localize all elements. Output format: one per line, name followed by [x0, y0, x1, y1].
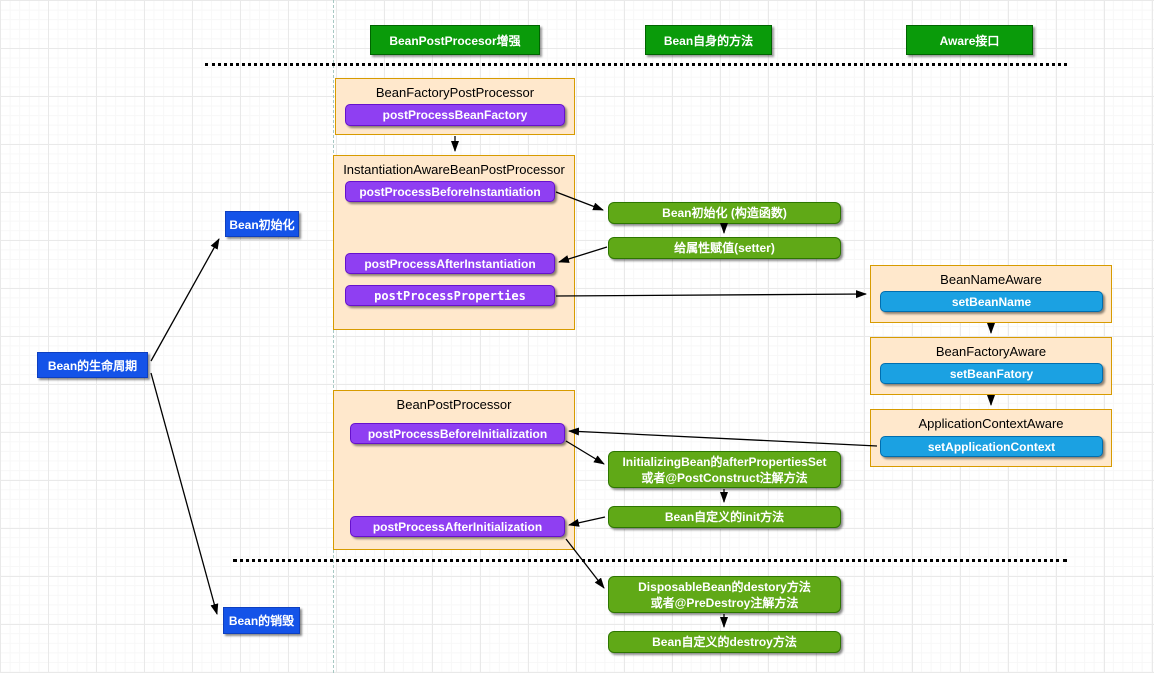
node-lifecycle-root[interactable]: Bean的生命周期	[37, 352, 148, 378]
phase-separator-top	[205, 63, 1067, 66]
method-post-process-bean-factory[interactable]: postProcessBeanFactory	[345, 104, 565, 126]
header-aware-interface[interactable]: Aware接口	[906, 25, 1033, 55]
method-post-process-before-initialization[interactable]: postProcessBeforeInitialization	[350, 423, 565, 444]
method-set-bean-factory[interactable]: setBeanFatory	[880, 363, 1103, 384]
container-title: ApplicationContextAware	[918, 416, 1064, 431]
node-destroy-phase[interactable]: Bean的销毁	[223, 607, 300, 634]
container-title: BeanFactoryPostProcessor	[375, 85, 535, 100]
node-init-phase[interactable]: Bean初始化	[225, 211, 299, 237]
node-property-setter[interactable]: 给属性赋值(setter)	[608, 237, 841, 259]
node-bean-construct[interactable]: Bean初始化 (构造函数)	[608, 202, 841, 224]
method-post-process-after-instantiation[interactable]: postProcessAfterInstantiation	[345, 253, 555, 274]
container-title: InstantiationAwareBeanPostProcessor	[343, 162, 565, 177]
node-disposable-destroy[interactable]: DisposableBean的destory方法 或者@PreDestroy注解…	[608, 576, 841, 613]
method-set-application-context[interactable]: setApplicationContext	[880, 436, 1103, 457]
method-post-process-after-initialization[interactable]: postProcessAfterInitialization	[350, 516, 565, 537]
node-custom-destroy[interactable]: Bean自定义的destroy方法	[608, 631, 841, 653]
phase-separator-bottom	[233, 559, 1067, 562]
edge-lifecycle-root-to-destroy-phase[interactable]	[150, 372, 219, 615]
method-set-bean-name[interactable]: setBeanName	[880, 291, 1103, 312]
edge-postProcessProperties-to-BeanNameAware[interactable]	[555, 290, 867, 299]
header-bean-own-methods[interactable]: Bean自身的方法	[645, 25, 772, 55]
node-after-properties-set[interactable]: InitializingBean的afterPropertiesSet 或者@P…	[608, 451, 841, 488]
edge-setApplicationContext-to-postProcessBeforeInitialization[interactable]	[568, 427, 878, 447]
method-post-process-properties[interactable]: postProcessProperties	[345, 285, 555, 306]
method-post-process-before-instantiation[interactable]: postProcessBeforeInstantiation	[345, 181, 555, 202]
header-bean-post-processor-enhance[interactable]: BeanPostProcesor增强	[370, 25, 540, 55]
container-title: BeanNameAware	[940, 272, 1042, 287]
node-custom-init[interactable]: Bean自定义的init方法	[608, 506, 841, 528]
container-title: BeanFactoryAware	[935, 344, 1047, 359]
container-title: BeanPostProcessor	[396, 397, 512, 412]
edge-lifecycle-root-to-init-phase[interactable]	[150, 238, 220, 362]
page-break-guide	[333, 0, 334, 673]
